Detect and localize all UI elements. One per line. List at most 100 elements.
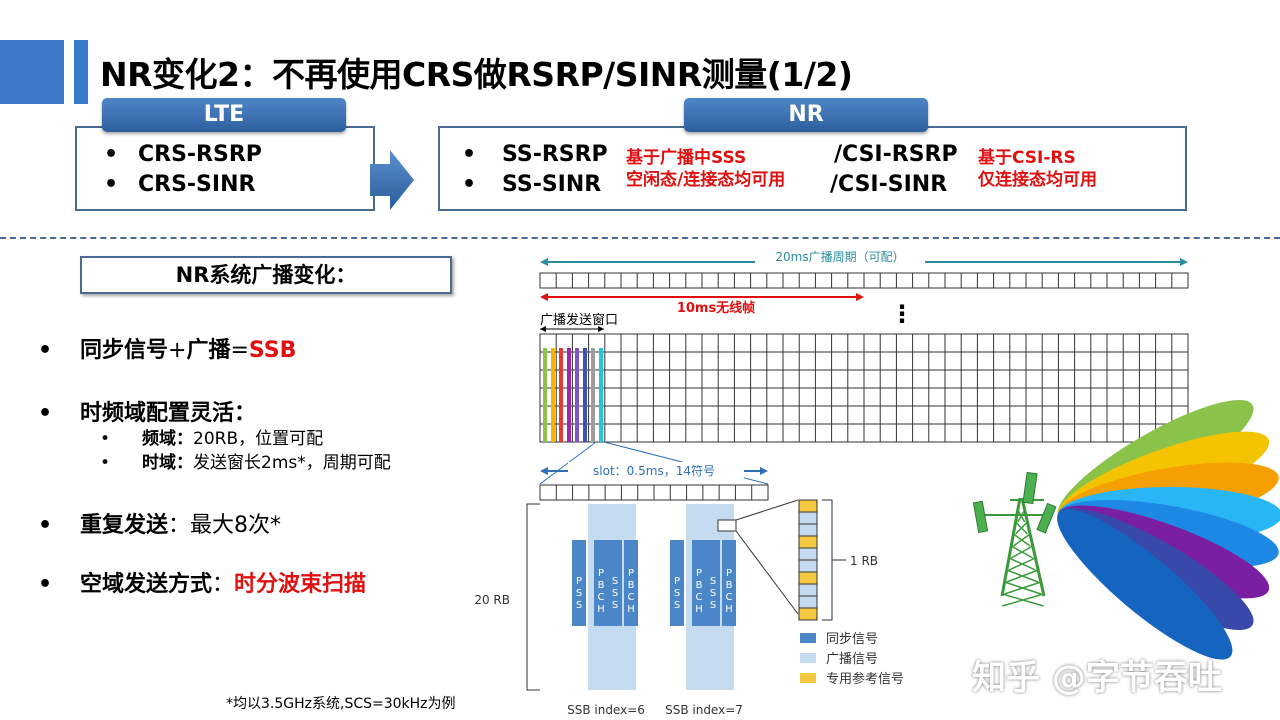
pbch-block-1-char: P	[696, 568, 702, 579]
legend-swatch	[800, 673, 816, 683]
reference-cell	[798, 499, 818, 513]
bullet-equals: =	[230, 338, 249, 363]
window-bracket-head-right	[598, 326, 604, 332]
legend-label: 同步信号	[826, 632, 878, 647]
pbch-block-1-7	[692, 540, 706, 626]
rb-pointer-line-bottom	[735, 530, 799, 615]
watermark: 知乎 @字节吞吐	[972, 658, 1222, 698]
tower-icon-leg-right	[1020, 497, 1046, 597]
bullet-flexible-config: •时频域配置灵活：	[0, 395, 256, 427]
bullet-dot: •	[104, 142, 119, 167]
ssb-beam-2	[551, 348, 555, 442]
nr-note-ss: 基于广播中SSS 空闲态/连接态均可用	[626, 147, 785, 191]
ssb-index-label: SSB index=7	[665, 703, 743, 717]
sub-bullet-label: 时域：	[142, 453, 193, 473]
ssb-beam-8	[599, 348, 603, 442]
nr-note-line: 基于CSI-RS	[978, 148, 1076, 168]
slot-label: slot：0.5ms，14符号	[593, 463, 715, 478]
rb1-bracket	[822, 499, 833, 621]
legend-label: 广播信号	[826, 652, 878, 667]
bullet-dot: •	[100, 453, 111, 473]
slot-arrow-head-right	[760, 467, 768, 475]
lte-tab: LTE	[102, 98, 346, 132]
window-label: 广播发送窗口	[540, 312, 618, 328]
legend-label: 专用参考信号	[826, 671, 904, 687]
pss-block-char: P	[576, 576, 582, 587]
bullet-spatial: •空域发送方式：时分波束扫描	[0, 566, 366, 598]
tower-icon-brace	[1004, 581, 1042, 595]
lte-item-crs-rsrp: • CRS-RSRP	[104, 142, 262, 167]
right-arrow-icon	[370, 150, 414, 210]
reference-cell	[798, 607, 818, 621]
nr-note-line: 空闲态/连接态均可用	[626, 170, 786, 190]
reference-cell	[798, 571, 818, 585]
antenna-icon-left	[972, 500, 989, 534]
pbch-block-2-char: H	[627, 604, 635, 615]
broadcast-cell	[798, 583, 818, 597]
sss-block-char: S	[710, 588, 716, 599]
pbch-block-2-char: C	[628, 592, 635, 603]
pbch-block-2-char: B	[628, 580, 635, 591]
nr-note-csi: 基于CSI-RS 仅连接态均可用	[978, 147, 1097, 191]
pss-block-char: S	[576, 600, 582, 611]
broadcast-cell	[798, 523, 818, 537]
pbch-block-2-7	[722, 540, 736, 626]
lte-item-crs-sinr: • CRS-SINR	[104, 172, 255, 197]
pbch-block-2-char: P	[628, 568, 634, 579]
frame-arrow-head-right	[856, 293, 864, 301]
bullet-text: 广播	[186, 338, 231, 363]
ssb-beam-1	[543, 348, 547, 442]
bullet-repeat: •重复发送：最大8次*	[0, 507, 281, 539]
bullet-text: 时频域配置灵活：	[80, 401, 257, 426]
ssb-beam-7	[591, 348, 595, 442]
pbch-block-1-char: C	[598, 592, 605, 603]
pss-block-char: S	[674, 600, 680, 611]
lte-item-label: CRS-SINR	[138, 172, 256, 197]
pss-block-char: P	[674, 576, 680, 587]
broadcast-cell	[798, 559, 818, 573]
sss-block-char: S	[612, 600, 618, 611]
lte-item-label: CRS-RSRP	[138, 142, 262, 167]
nr-item-csi-rsrp: /CSI-RSRP	[834, 142, 958, 167]
ssb-beam-6	[583, 348, 587, 442]
rb20-bracket	[526, 503, 540, 691]
pbch-block-2-char: B	[726, 580, 733, 591]
ssb-index-label: SSB index=6	[567, 703, 645, 717]
nr-item-ss-rsrp: •SS-RSRP	[462, 142, 608, 167]
sub-bullet-text: 20RB，位置可配	[193, 429, 324, 449]
nr-item-label: SS-SINR	[502, 172, 602, 197]
sss-block-char: S	[710, 576, 716, 587]
pbch-block-1-char: P	[598, 568, 604, 579]
pss-block-7	[670, 540, 684, 626]
broadcast-cell	[798, 547, 818, 561]
period-arrow-head-left	[540, 258, 548, 266]
antenna-icon-top	[1022, 471, 1038, 505]
ssb-beam-4	[567, 348, 571, 442]
sss-block-char: S	[612, 576, 618, 587]
pss-block-char: S	[674, 588, 680, 599]
pbch-block-1-char: B	[696, 580, 703, 591]
window-bracket-head-left	[540, 326, 546, 332]
pss-block-6	[572, 540, 586, 626]
nr-item-label: SS-RSRP	[502, 142, 608, 167]
section-divider	[0, 237, 1280, 239]
pbch-block-2-char: C	[726, 592, 733, 603]
nr-box	[438, 126, 1187, 211]
nr-tab: NR	[684, 98, 928, 132]
ssb-beam-5	[575, 348, 579, 442]
ssb-beam-3	[559, 348, 563, 442]
tower-icon-brace	[1012, 533, 1031, 547]
ellipsis-icon: ⋮	[890, 300, 914, 328]
nr-item-ss-sinr: •SS-SINR	[462, 172, 601, 197]
period-label-bg	[755, 248, 925, 264]
bullet-dot: •	[104, 172, 119, 197]
bullet-highlight: 时分波束扫描	[234, 572, 367, 597]
sss-block-char: S	[710, 600, 716, 611]
beam-lobe-8	[1057, 509, 1233, 660]
sss-block-char: S	[612, 588, 618, 599]
pbch-block-1-char: H	[695, 604, 703, 615]
section-title: NR系统广播变化：	[80, 256, 452, 294]
bullet-dot: •	[38, 338, 53, 363]
slot-label-bg	[568, 462, 744, 478]
